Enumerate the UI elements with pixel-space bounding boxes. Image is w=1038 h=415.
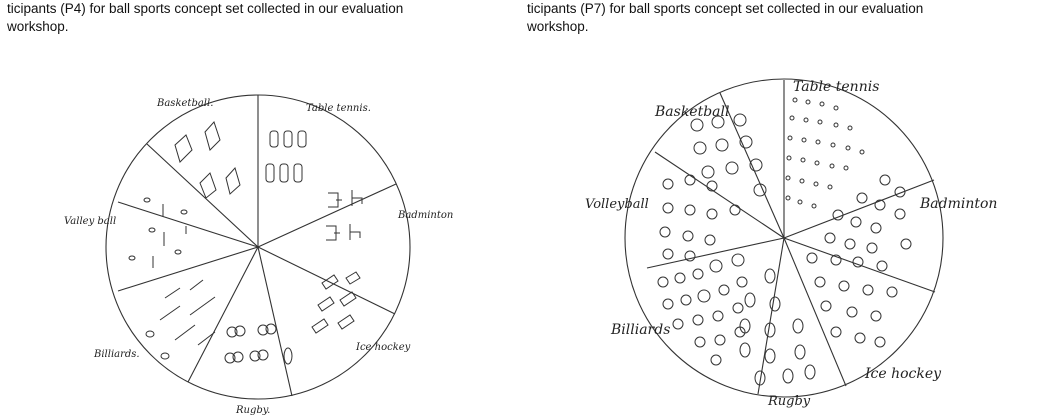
left-pie-dividers	[117, 95, 397, 397]
right-label-volleyball: Volleyball	[585, 197, 649, 212]
caption-left-line1: ticipants (P4) for ball sports concept s…	[7, 1, 404, 16]
right-label-basketball: Basketball	[654, 104, 729, 120]
left-doodles-billiards	[145, 279, 216, 360]
right-doodles-basketball	[690, 113, 767, 197]
left-label-volleyball: Valley ball	[64, 216, 116, 227]
caption-left: ticipants (P4) for ball sports concept s…	[7, 0, 503, 36]
caption-left-line2: workshop.	[7, 19, 69, 34]
left-doodles-volleyball	[128, 197, 188, 268]
right-doodles-volleyball	[659, 174, 741, 262]
left-label-badminton: Badminton	[397, 210, 453, 221]
right-label-billiards: Billiards	[610, 322, 670, 338]
left-label-ice-hockey: Ice hockey	[355, 342, 411, 353]
right-doodles-billiards	[657, 253, 748, 366]
right-doodles-rugby	[739, 268, 816, 386]
left-label-basketball: Basketball.	[156, 98, 213, 109]
left-doodles-table-tennis	[265, 130, 307, 183]
left-doodles-ice-hockey	[311, 271, 361, 334]
right-doodles-badminton	[824, 174, 912, 254]
left-label-billiards: Billiards.	[93, 349, 140, 360]
right-pie-circle	[624, 78, 944, 398]
left-label-rugby: Rugby.	[235, 405, 270, 415]
caption-right-line1: ticipants (P7) for ball sports concept s…	[527, 1, 924, 16]
right-label-badminton: Badminton	[919, 196, 997, 212]
figure-right-pie-sketch: Table tennis Badminton Ice hockey Rugby …	[585, 78, 997, 409]
right-doodles-ice-hockey	[806, 252, 898, 348]
left-doodles-basketball	[174, 121, 241, 199]
caption-right-line2: workshop.	[527, 19, 589, 34]
right-pie-dividers	[646, 80, 936, 395]
left-doodles-badminton	[326, 190, 363, 241]
right-label-table-tennis: Table tennis	[793, 79, 879, 95]
left-doodles-rugby	[224, 323, 293, 365]
right-label-ice-hockey: Ice hockey	[864, 366, 942, 382]
right-label-rugby: Rugby	[767, 394, 811, 409]
caption-right: ticipants (P7) for ball sports concept s…	[527, 0, 1025, 36]
left-label-table-tennis: Table tennis.	[306, 103, 371, 114]
right-doodles-table-tennis	[785, 97, 865, 209]
figure-left-pie-sketch: Table tennis. Badminton Ice hockey Rugby…	[64, 94, 453, 415]
